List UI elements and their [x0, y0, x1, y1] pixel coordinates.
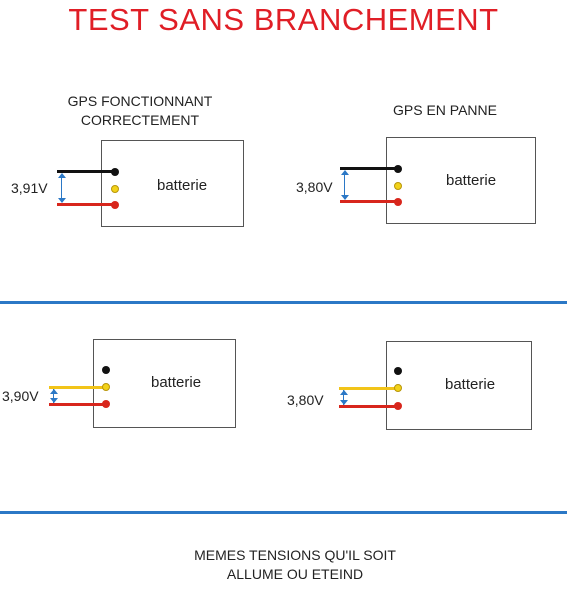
yellow-terminal: [111, 185, 119, 193]
footer-note: MEMES TENSIONS QU'IL SOIT ALLUME OU ETEI…: [150, 546, 440, 584]
black-wire: [57, 170, 113, 173]
black-wire: [340, 167, 397, 170]
arrow-up-icon: [341, 170, 349, 175]
battery-label: batterie: [445, 376, 496, 393]
voltage-reading: 3,91V: [11, 180, 48, 196]
black-terminal: [111, 168, 119, 176]
battery-box: [386, 137, 536, 224]
yellow-terminal: [102, 383, 110, 391]
yellow-wire: [49, 386, 105, 389]
voltage-reading: 3,90V: [2, 388, 39, 404]
footer-line-1: MEMES TENSIONS QU'IL SOIT: [194, 547, 396, 563]
voltage-measurement-line: [53, 389, 54, 403]
red-terminal: [111, 201, 119, 209]
black-terminal: [394, 367, 402, 375]
section-divider: [0, 511, 567, 514]
arrow-up-icon: [58, 173, 66, 178]
yellow-wire: [339, 387, 397, 390]
red-terminal: [102, 400, 110, 408]
battery-label: batterie: [446, 172, 497, 189]
caption-gps-broken: GPS EN PANNE: [393, 102, 497, 118]
yellow-terminal: [394, 384, 402, 392]
battery-label: batterie: [157, 177, 208, 194]
arrow-down-icon: [340, 400, 348, 405]
red-wire: [49, 403, 105, 406]
caption-gps-working: GPS FONCTIONNANT CORRECTEMENT: [67, 93, 213, 128]
voltage-reading: 3,80V: [296, 179, 333, 195]
black-terminal: [102, 366, 110, 374]
battery-label: batterie: [151, 374, 202, 391]
red-wire: [57, 203, 113, 206]
red-wire: [339, 405, 397, 408]
black-terminal: [394, 165, 402, 173]
battery-box: [93, 339, 236, 428]
red-terminal: [394, 402, 402, 410]
red-wire: [340, 200, 397, 203]
yellow-terminal: [394, 182, 402, 190]
page-title: TEST SANS BRANCHEMENT: [68, 2, 499, 37]
red-terminal: [394, 198, 402, 206]
voltage-measurement-line: [344, 172, 345, 199]
arrow-down-icon: [58, 198, 66, 203]
voltage-reading: 3,80V: [287, 392, 324, 408]
voltage-measurement-line: [343, 390, 344, 405]
voltage-measurement-line: [61, 175, 62, 202]
section-divider: [0, 301, 567, 304]
arrow-up-icon: [50, 389, 58, 394]
battery-box: [101, 140, 244, 227]
arrow-down-icon: [341, 195, 349, 200]
footer-line-2: ALLUME OU ETEIND: [226, 566, 364, 582]
battery-box: [386, 341, 532, 430]
arrow-down-icon: [50, 398, 58, 403]
arrow-up-icon: [340, 390, 348, 395]
